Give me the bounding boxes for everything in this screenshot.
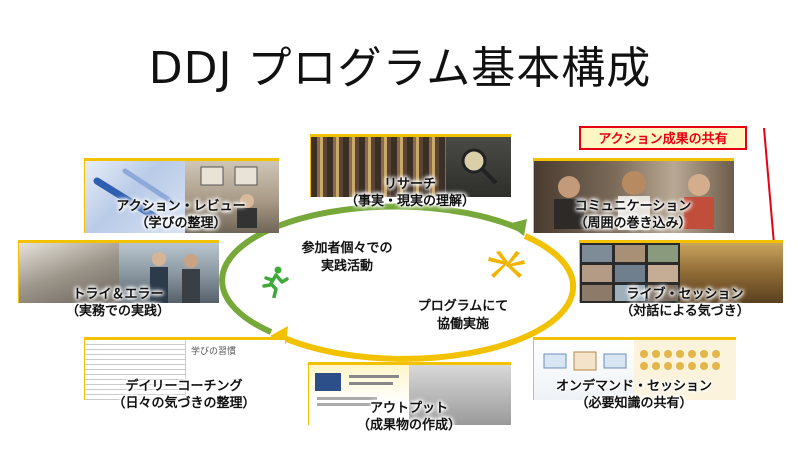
label-communication: コミュニケーション（周囲の巻き込み） (574, 199, 692, 231)
page-title: DDJ プログラム基本構成 (148, 43, 652, 94)
card-action-review (84, 158, 279, 233)
diagram-slide-icon (543, 351, 627, 371)
red-connector-line (763, 127, 775, 245)
card-output (308, 362, 511, 425)
center-bottom-text: プログラムにて 協働実施 (417, 299, 509, 332)
card-research (310, 134, 511, 197)
yellow-arc (280, 233, 577, 362)
men-walking-photo (119, 243, 219, 303)
center-top-text: 参加者個々での 実践活動 (301, 241, 393, 274)
businessmen-icon (150, 252, 200, 303)
people-icon (554, 171, 714, 230)
card-on-demand (533, 337, 736, 400)
green-arrowhead (508, 219, 527, 236)
label-trial-error: トライ＆エラー（実務での実践） (65, 287, 170, 319)
person-icon (200, 166, 258, 228)
grid-dots-icon (640, 350, 720, 370)
label-research: リサーチ（事実・現実の理解） (344, 177, 475, 209)
card-daily-coaching: 学びの習慣 (84, 337, 285, 400)
magnifier-icon (461, 148, 498, 185)
running-person-icon (262, 266, 289, 298)
video-grid-icon (582, 245, 678, 301)
hands-together-icon (488, 251, 525, 278)
text-screen-left (85, 340, 185, 400)
label-action-review: アクション・レビュー（学びの整理） (116, 199, 246, 231)
label-output: アウトプット（成果物の作成） (356, 401, 461, 433)
meeting-photo (19, 243, 119, 303)
label-live-session: ライブ・セッション（対話による気づき） (620, 287, 750, 319)
card-live-session (579, 240, 783, 303)
card-communication (533, 158, 734, 233)
text-screen-right (185, 340, 285, 400)
label-daily-coaching: デイリーコーチング（日々の気づきの整理） (112, 379, 256, 411)
pen-icon (93, 168, 180, 221)
label-on-demand: オンデマンド・セッション（必要知識の共有） (555, 379, 712, 411)
slide-icon (315, 373, 399, 406)
slide-right (409, 365, 511, 425)
ondemand-slide-right (634, 340, 736, 400)
card-trial-error (18, 240, 219, 303)
seminar-room-photo (680, 243, 783, 303)
daily-screen-heading: 学びの習慣 (191, 347, 237, 357)
action-result-badge: アクション成果の共有 (579, 126, 747, 150)
library-photo (311, 137, 446, 197)
